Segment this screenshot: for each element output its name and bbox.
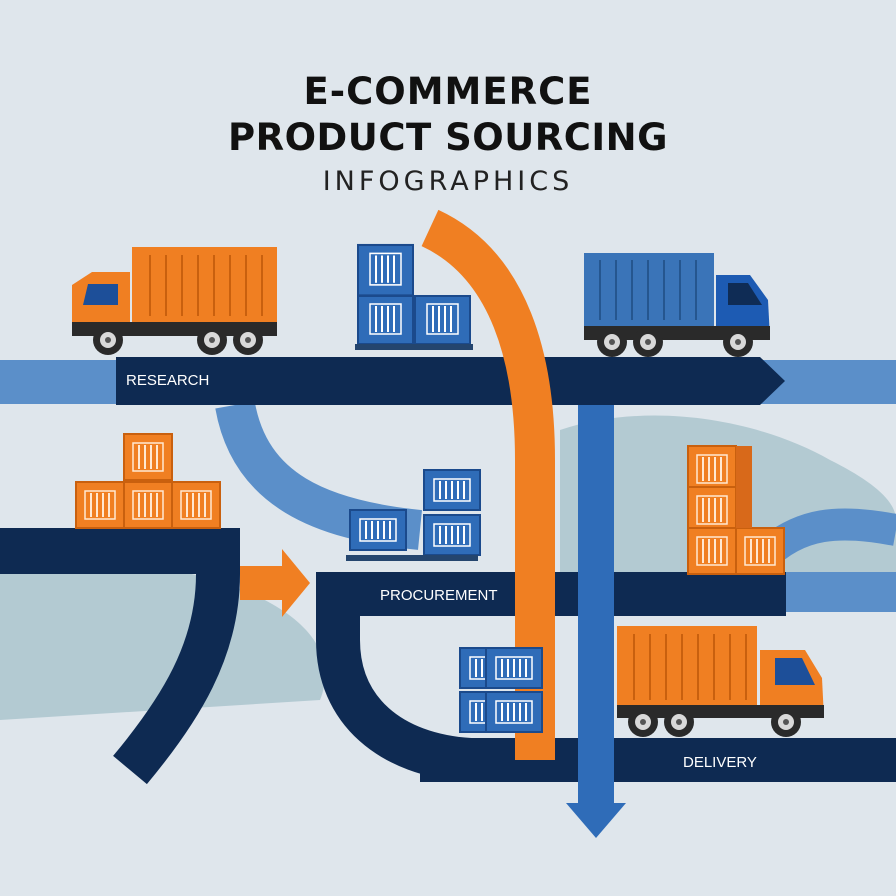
blue-vertical-flow	[578, 405, 614, 805]
stage-label-procurement: PROCUREMENT	[380, 587, 498, 604]
orange-arc	[420, 209, 555, 760]
blue-crate-stack-research	[355, 243, 473, 350]
orange-crate-tower	[687, 445, 785, 575]
orange-truck-delivery	[617, 626, 824, 737]
blue-crate-stack-procurement	[346, 469, 481, 561]
stage-label-research: RESEARCH	[126, 372, 210, 389]
left-navy-band	[0, 528, 240, 574]
delivery-band	[420, 738, 896, 782]
orange-pointer-arrow	[240, 549, 310, 617]
title-line-1: E-COMMERCE	[303, 70, 593, 113]
down-arrow	[566, 803, 626, 838]
stage-label-delivery: DELIVERY	[683, 754, 757, 771]
orange-crate-pyramid	[75, 433, 221, 529]
blue-truck-research	[584, 253, 770, 357]
orange-truck-research	[72, 247, 277, 355]
title-line-2: PRODUCT SOURCING	[228, 116, 668, 159]
left-navy-curve	[113, 573, 240, 785]
title-line-3: INFOGRAPHICS	[322, 166, 574, 197]
research-arrow	[116, 357, 785, 405]
